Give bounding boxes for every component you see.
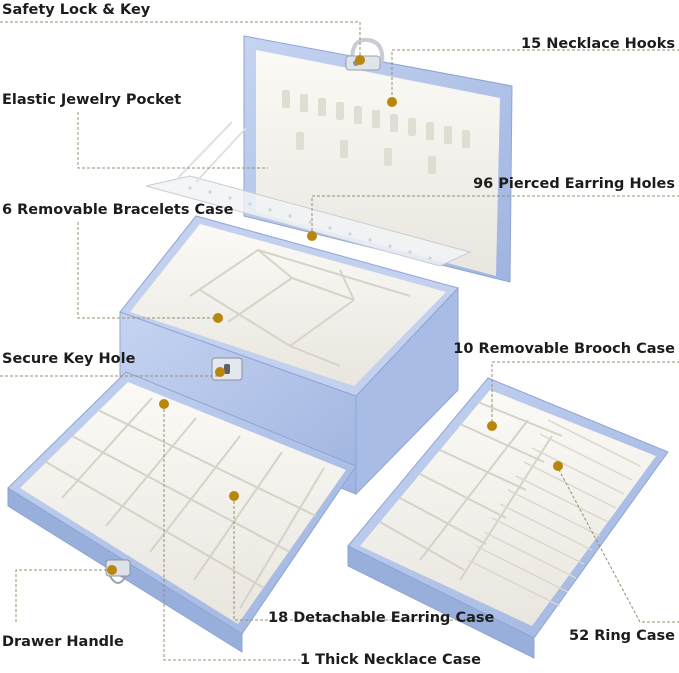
marker-dot xyxy=(159,399,169,409)
label-ring-case: 52 Ring Case xyxy=(568,628,675,644)
box-body xyxy=(119,215,459,496)
ring-brooch-tray xyxy=(347,377,669,659)
marker-dot xyxy=(229,491,239,501)
label-key-hole: Secure Key Hole xyxy=(2,351,136,367)
marker-dot xyxy=(487,421,497,431)
label-bracelet-case: 6 Removable Bracelets Case xyxy=(2,202,234,218)
ring-rolls xyxy=(467,419,641,607)
label-earring-holes: 96 Pierced Earring Holes xyxy=(473,176,675,192)
label-necklace-case: 1 Thick Necklace Case xyxy=(300,652,481,668)
marker-dots xyxy=(107,55,563,575)
drawer-grid xyxy=(45,397,325,609)
label-safety-lock: Safety Lock & Key xyxy=(2,2,151,18)
marker-dot xyxy=(355,55,365,65)
marker-dot xyxy=(307,231,317,241)
label-elastic-pocket: Elastic Jewelry Pocket xyxy=(2,92,182,108)
marker-dot xyxy=(213,313,223,323)
label-brooch-case: 10 Removable Brooch Case xyxy=(453,341,675,357)
marker-dot xyxy=(553,461,563,471)
marker-dot xyxy=(387,97,397,107)
bracelet-compartments xyxy=(189,248,411,367)
leader-lines xyxy=(0,21,679,661)
marker-dot xyxy=(107,565,117,575)
label-earring-case: 18 Detachable Earring Case xyxy=(268,610,495,626)
label-drawer-handle: Drawer Handle xyxy=(2,634,124,650)
brooch-grid xyxy=(379,401,563,581)
earring-hole-tray xyxy=(145,121,472,267)
necklace-hooks xyxy=(282,90,470,174)
label-necklace-hooks: 15 Necklace Hooks xyxy=(521,36,675,52)
marker-dot xyxy=(215,367,225,377)
earring-drawer xyxy=(7,371,357,653)
safety-lock-icon xyxy=(345,37,385,71)
